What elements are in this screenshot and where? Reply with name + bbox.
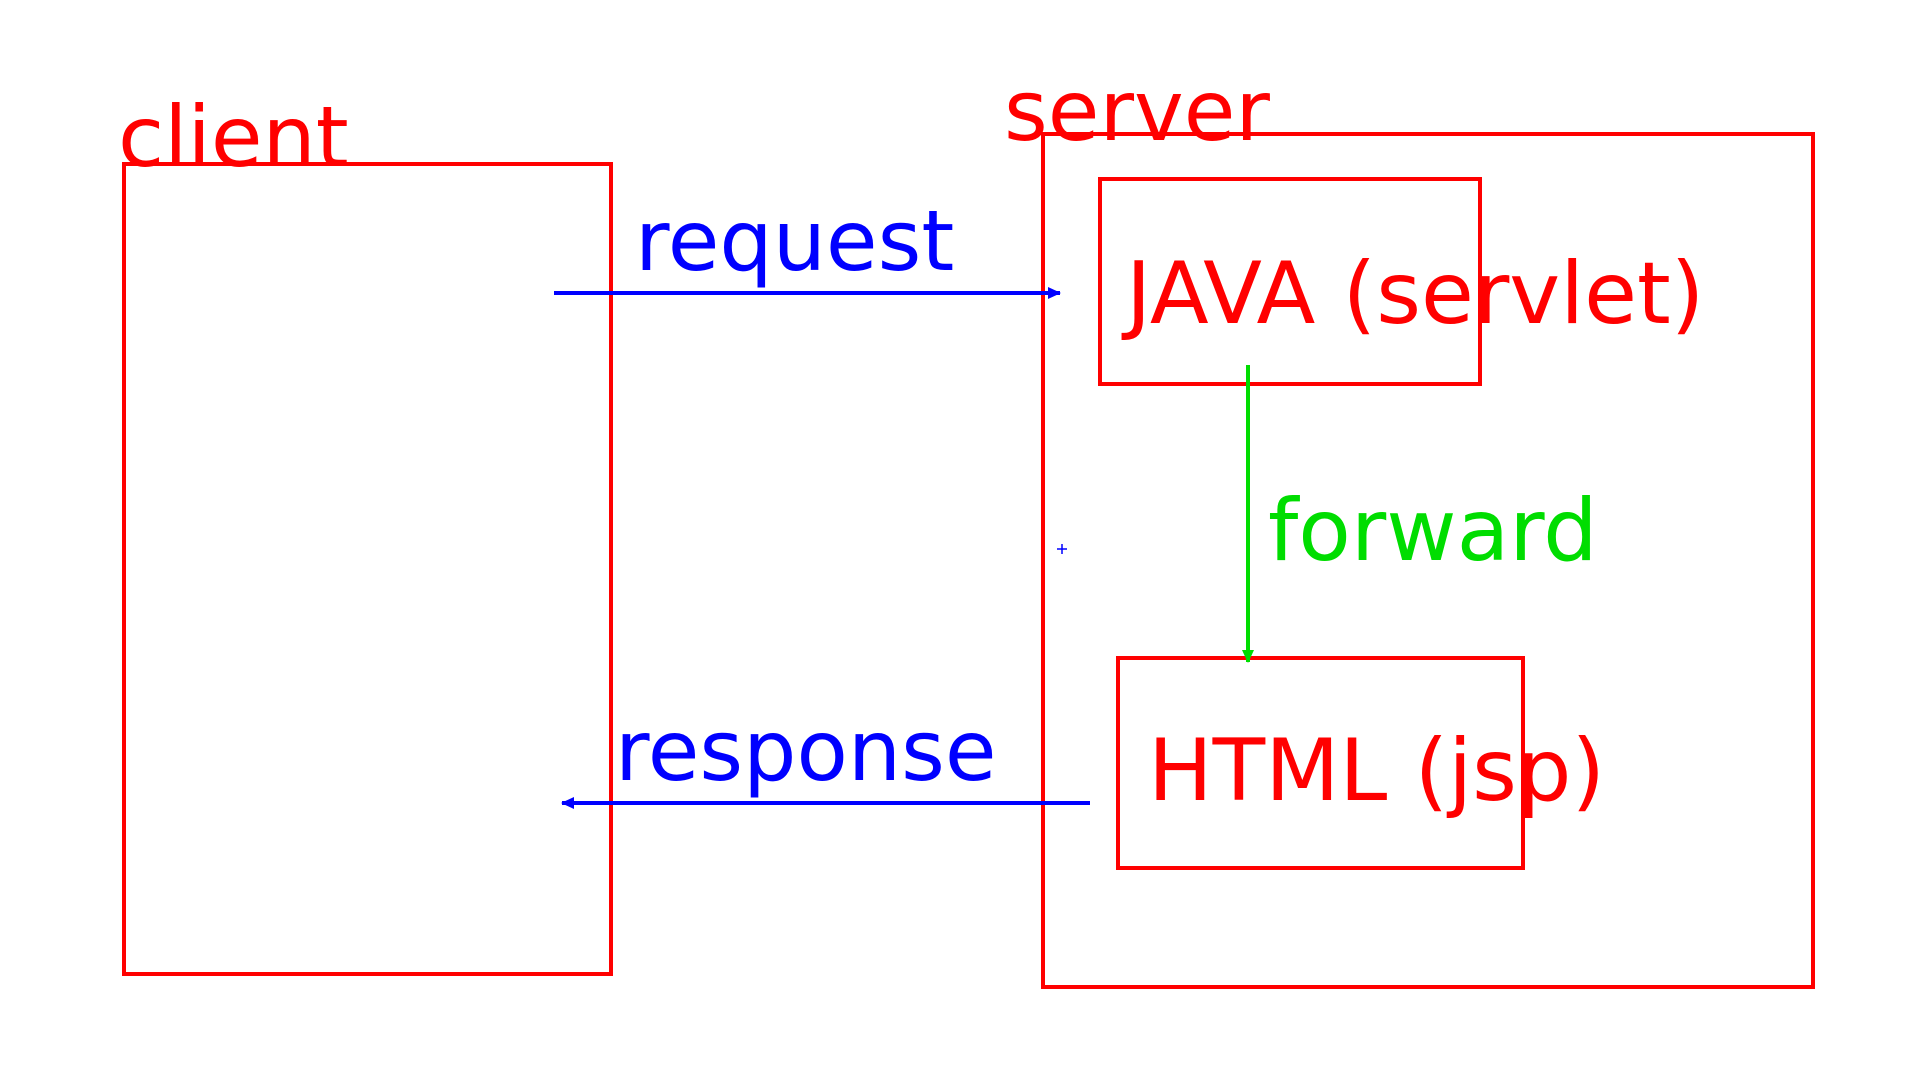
client-box <box>122 162 613 976</box>
server-box <box>1041 132 1815 989</box>
java-servlet-label: JAVA (servlet) <box>1121 244 1704 344</box>
html-jsp-label: HTML (jsp) <box>1148 721 1605 821</box>
response-label: response <box>615 702 997 800</box>
client-label: client <box>118 88 349 186</box>
java-servlet-box <box>1098 177 1482 386</box>
cursor-crosshair-icon <box>1057 544 1067 554</box>
html-jsp-box <box>1116 656 1525 870</box>
forward-label: forward <box>1268 481 1598 581</box>
server-label: server <box>1004 62 1270 160</box>
request-label: request <box>635 192 954 290</box>
